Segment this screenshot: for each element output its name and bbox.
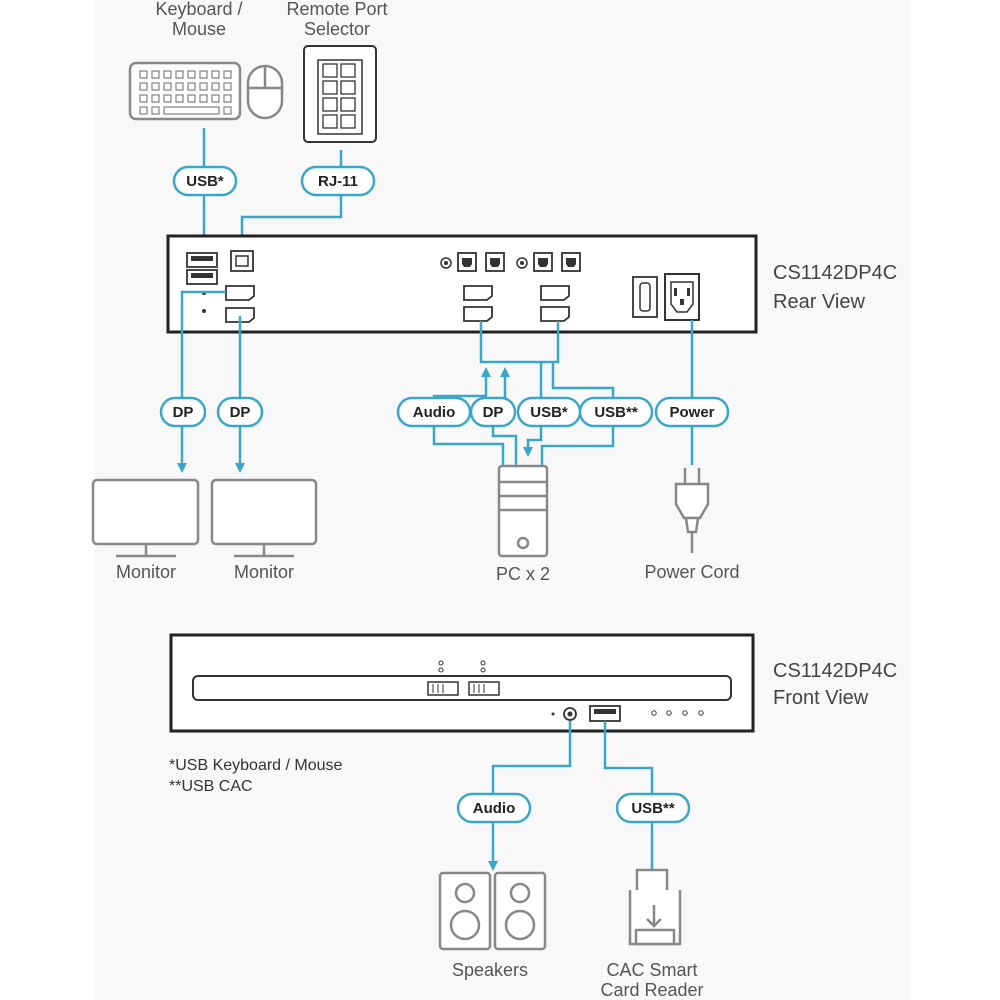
rear-unit xyxy=(166,234,758,334)
usb-keyboard-connector-label: USB* xyxy=(172,165,238,197)
rear-dp-port-2 xyxy=(225,307,255,323)
power-plug-icon xyxy=(674,468,710,553)
monitor-1-label: Monitor xyxy=(116,562,176,582)
keyboard-icon xyxy=(128,61,242,121)
rear-view-label: Rear View xyxy=(773,291,865,313)
footnote-usb-keyboard: *USB Keyboard / Mouse xyxy=(169,757,343,774)
front-model-name: CS1142DP4C xyxy=(773,660,897,682)
pc-dp-connector-label: DP xyxy=(469,396,517,428)
pc-label: PC x 2 xyxy=(496,564,550,584)
cac-reader-icon xyxy=(628,868,682,946)
keyboard-mouse-label: Keyboard /Mouse xyxy=(155,0,242,39)
usb-keyboard-connector-label-text: USB* xyxy=(186,173,224,190)
footnote-usb-cac: **USB CAC xyxy=(169,778,253,795)
power-cord-label: Power Cord xyxy=(644,562,739,582)
pc-tower-icon xyxy=(497,464,549,558)
front-usb-cac-connector-label-text: USB** xyxy=(631,800,675,817)
front-audio-connector-label: Audio xyxy=(456,792,532,824)
pc-usb-connector-label-text: USB* xyxy=(530,404,568,421)
front-usb-cac-connector-label: USB** xyxy=(615,792,691,824)
rj11-connector-label-text: RJ-11 xyxy=(318,173,358,190)
pc-usb-cac-connector-label-text: USB** xyxy=(594,404,638,421)
pc-audio-connector-label-text: Audio xyxy=(413,404,456,421)
monitor-2-icon xyxy=(210,478,318,558)
front-audio-connector-label-text: Audio xyxy=(473,800,516,817)
rear-dp-port-1 xyxy=(225,285,255,301)
speakers-label: Speakers xyxy=(452,960,528,980)
dp-monitor-1-connector-label: DP xyxy=(159,396,207,428)
front-unit xyxy=(169,633,755,733)
remote-port-selector-icon xyxy=(303,45,377,143)
pc-audio-connector-label: Audio xyxy=(396,396,472,428)
dp-monitor-2-connector-label: DP xyxy=(216,396,264,428)
power-connector-label-text: Power xyxy=(669,404,714,421)
rear-rj11-port xyxy=(230,250,254,272)
speakers-icon xyxy=(438,871,547,951)
pc-usb-cac-connector-label: USB** xyxy=(578,396,654,428)
front-view-label: Front View xyxy=(773,687,869,709)
dp-monitor-1-connector-label-text: DP xyxy=(173,404,194,421)
dp-monitor-2-connector-label-text: DP xyxy=(230,404,251,421)
monitor-1-icon xyxy=(91,478,200,558)
power-connector-label: Power xyxy=(654,396,730,428)
pc-usb-connector-label: USB* xyxy=(516,396,582,428)
mouse-icon xyxy=(246,64,284,120)
monitor-2-label: Monitor xyxy=(234,562,294,582)
rear-model-name: CS1142DP4C xyxy=(773,262,897,284)
rj11-connector-label: RJ-11 xyxy=(300,165,376,197)
pc-dp-connector-label-text: DP xyxy=(483,404,504,421)
